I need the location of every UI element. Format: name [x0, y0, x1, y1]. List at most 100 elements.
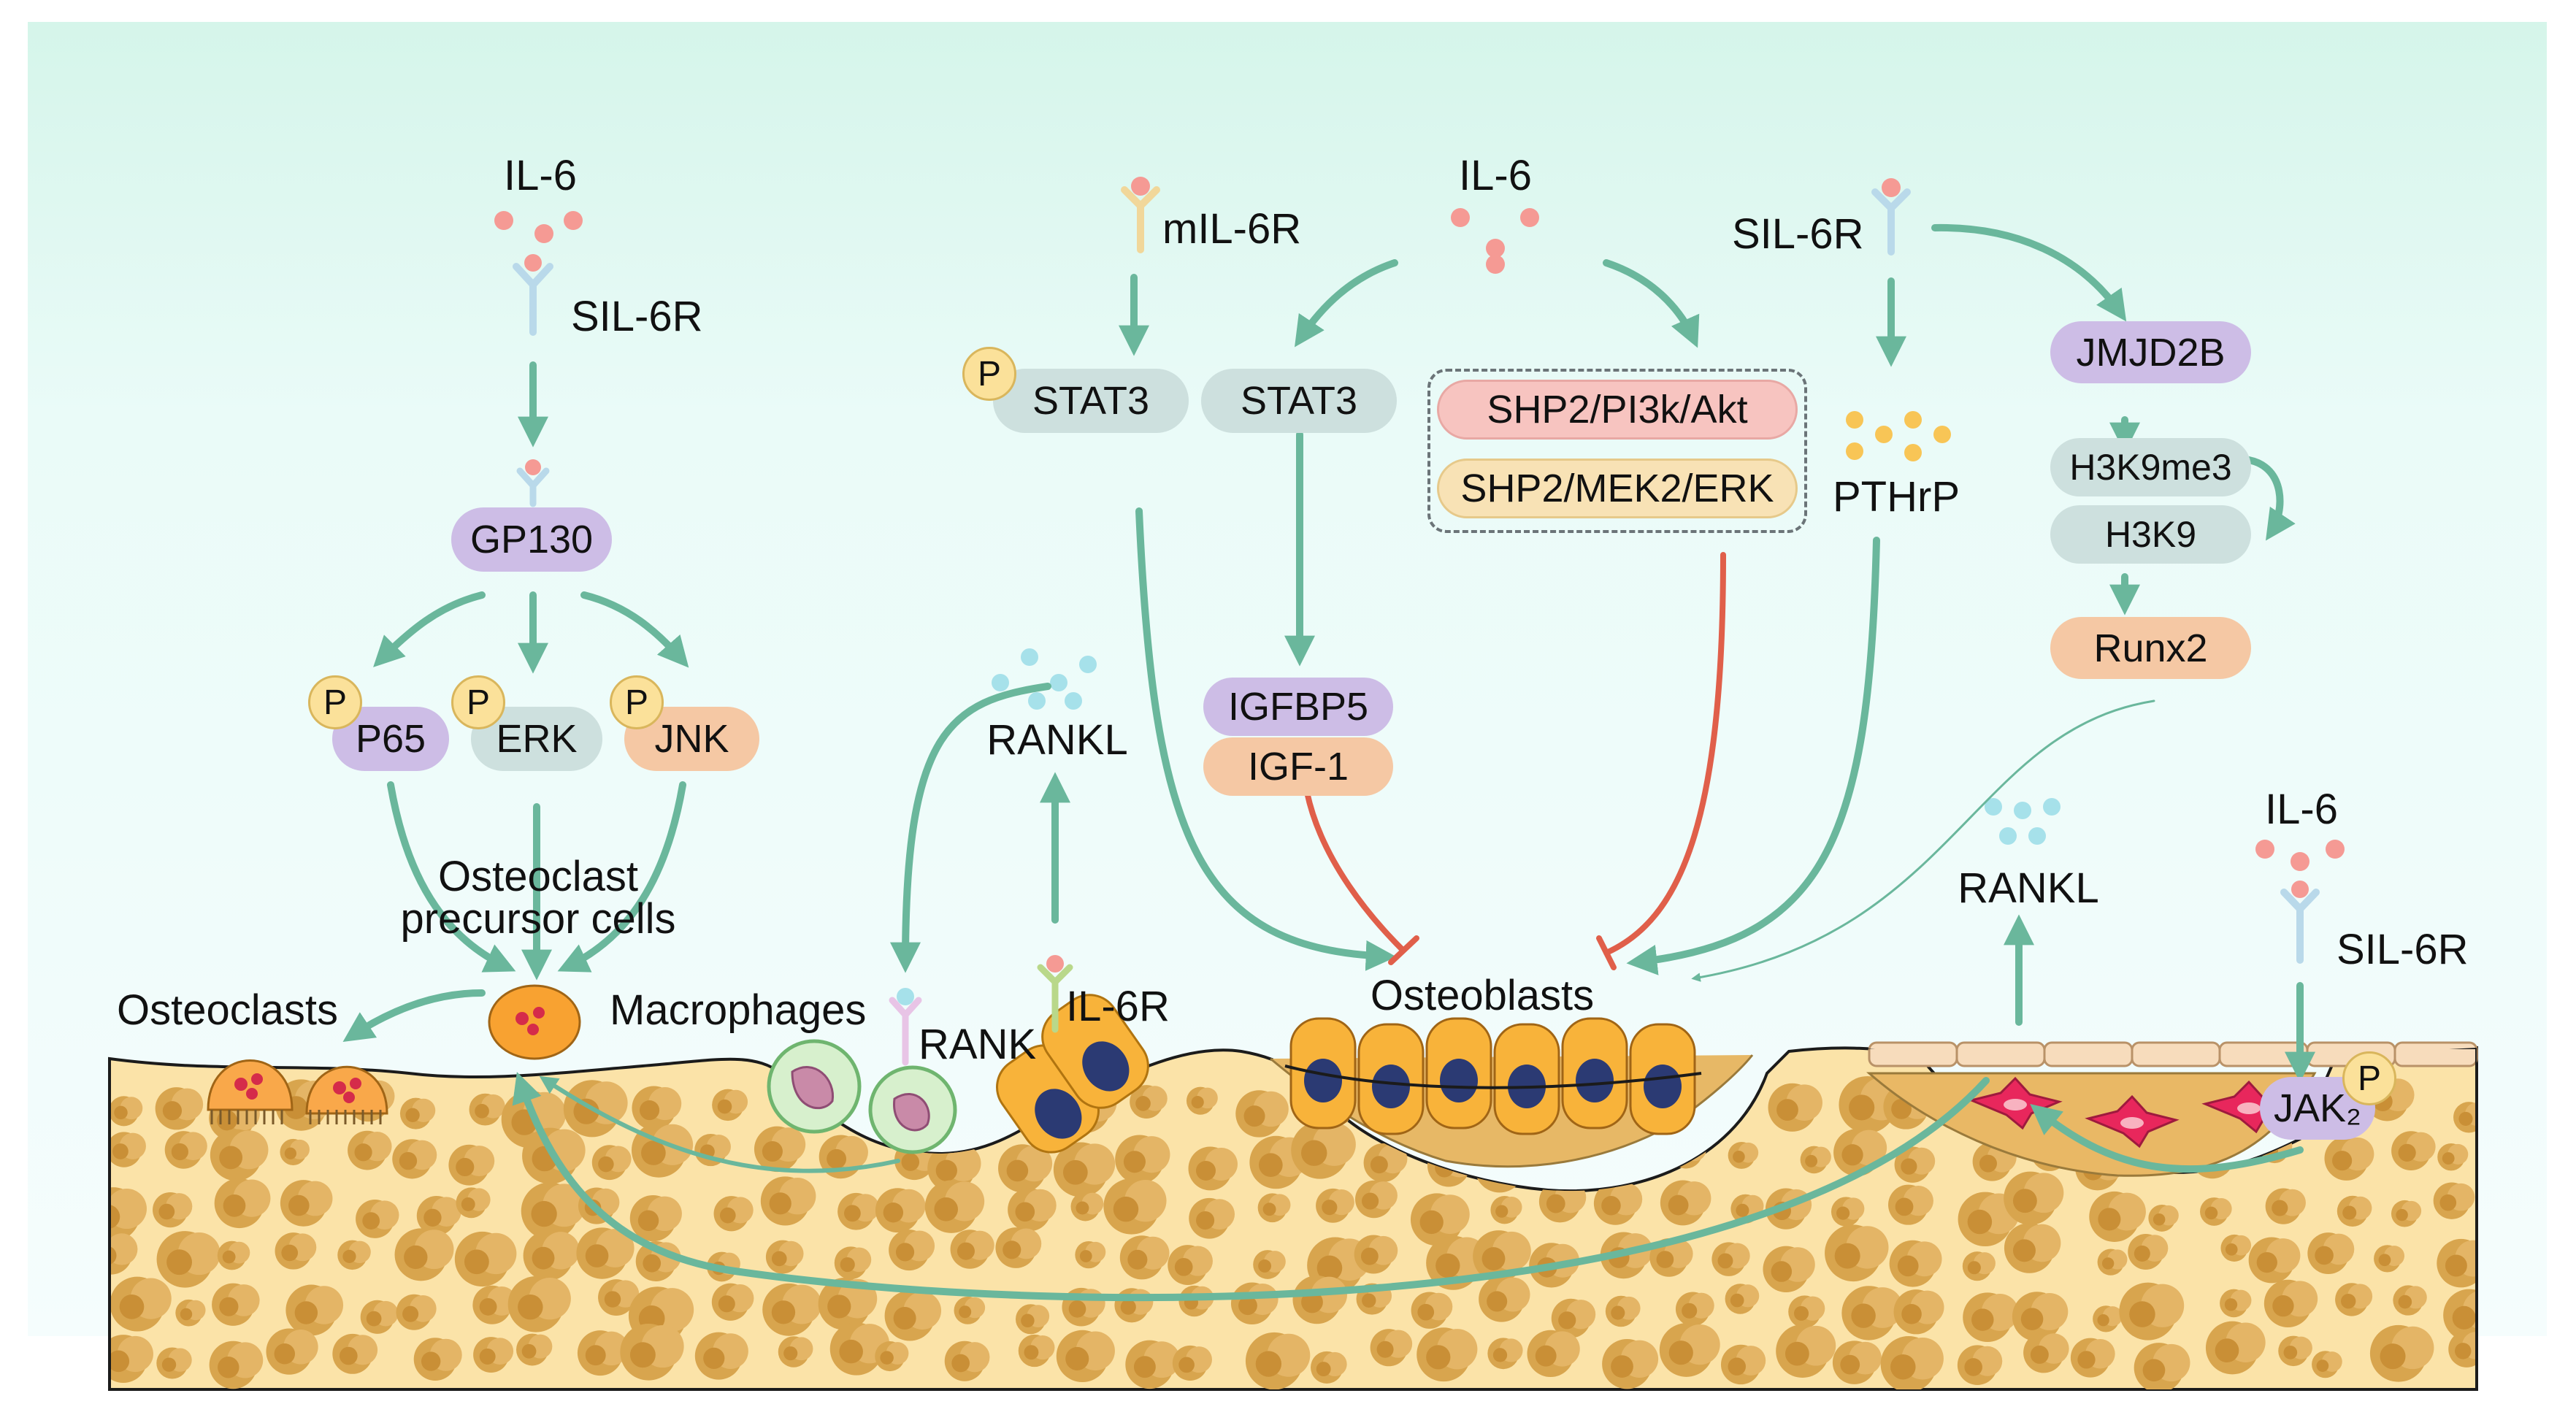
bone-pore [2307, 1232, 2355, 1275]
bone-pore [521, 1182, 586, 1240]
bone-pore [1479, 1276, 1530, 1322]
bone-pore [1763, 1246, 1815, 1293]
bone-pore [2437, 1143, 2469, 1171]
bone-pore [1957, 1345, 2003, 1385]
middle-il6-label: IL-6 [1459, 152, 1532, 199]
bone-pore [1188, 1146, 1238, 1191]
bone-pore [110, 1232, 138, 1275]
bone-pore [2265, 1188, 2306, 1224]
bone-pore [837, 1192, 880, 1230]
bone-pore [2433, 1182, 2475, 1219]
erk-phospho-badge: P [451, 675, 505, 729]
ligands [494, 177, 2345, 1005]
left-il6-label: IL-6 [504, 152, 577, 199]
bone-pore [765, 1240, 804, 1274]
bone-pore [1056, 1330, 1115, 1383]
gp130-node: GP130 [451, 507, 612, 572]
bone-pore [332, 1333, 378, 1374]
bone-pore [927, 1144, 981, 1192]
bottom-sil6r-label: SIL-6R [2337, 926, 2469, 973]
bone-pore [1728, 1141, 1759, 1169]
bone-pore [2337, 1195, 2372, 1227]
precursor-cell [488, 984, 581, 1060]
il6r-osteoblasts [996, 994, 1149, 1154]
bone-pore [2220, 1234, 2252, 1262]
bone-pore [778, 1336, 813, 1368]
mil6r-label: mIL-6R [1162, 205, 1302, 253]
bone-pore [2312, 1351, 2342, 1378]
shp2-pathway-box [1427, 369, 1807, 533]
bone-pore [1490, 1196, 1522, 1224]
bone-pore [2220, 1289, 2252, 1318]
bone-pore [1963, 1292, 2019, 1343]
bone-pore [711, 1283, 754, 1321]
bone-pore [1053, 1142, 1116, 1197]
bone-pore [214, 1178, 271, 1229]
bone-pore [456, 1187, 491, 1219]
bone-pore [392, 1139, 437, 1179]
shp2-pi3k-akt-node: SHP2/PI3k/Akt [1437, 380, 1798, 440]
bone-pore [1168, 1245, 1213, 1286]
bone-pore [2335, 1283, 2373, 1316]
bone-pore [394, 1228, 454, 1281]
bone-pore [110, 1335, 153, 1383]
bone-pore [523, 1230, 580, 1281]
bone-pore [2374, 1245, 2405, 1273]
bone-pore [1593, 1181, 1643, 1225]
bone-pore [1075, 1240, 1106, 1269]
bone-pore [1551, 1298, 1596, 1338]
bone-pore [1411, 1292, 1453, 1329]
bone-pore [1894, 1146, 1936, 1183]
bone-pore [1316, 1188, 1354, 1223]
bone-pore [2391, 1200, 2422, 1227]
bone-pore [1370, 1329, 1413, 1367]
bone-pore [1619, 1147, 1655, 1179]
bone-lining-cells [1868, 1041, 2478, 1067]
bone-pore [924, 1180, 985, 1233]
bone-pore [1417, 1327, 1478, 1382]
bone-pore [1841, 1286, 1904, 1340]
bone-pore [356, 1200, 399, 1238]
bone-pore [1788, 1295, 1825, 1328]
bone-pore [998, 1144, 1053, 1193]
bone-pore [754, 1126, 806, 1173]
stat3-node: STAT3 [1201, 369, 1397, 433]
bone-pore [995, 1227, 1042, 1268]
bone-pore [1831, 1197, 1865, 1227]
bone-pore [1018, 1334, 1055, 1368]
bone-pore [1527, 1330, 1580, 1378]
bone-pore [110, 1187, 147, 1241]
igfbp5-node: IGFBP5 [1203, 678, 1393, 736]
osteoblast-membrane-line [1284, 1065, 1702, 1089]
bone-pore [629, 1194, 682, 1242]
bone-pore [209, 1340, 264, 1389]
bone-pore [1172, 1345, 1212, 1381]
bone-pore [1245, 1332, 1311, 1389]
jnk-node: JNK [624, 707, 759, 771]
jak2-phospho-badge: P [2342, 1051, 2396, 1105]
bone-pore [1115, 1135, 1170, 1184]
bone-pore [713, 1196, 754, 1232]
bone-pore [1119, 1235, 1170, 1280]
runx2-node: Runx2 [2050, 617, 2251, 679]
igf1-node: IGF-1 [1203, 737, 1393, 796]
bone-pore [2205, 1321, 2266, 1375]
bone-pore [2324, 1136, 2374, 1181]
bone-pore [1008, 1188, 1057, 1232]
bone-pore [110, 1276, 172, 1332]
right-rankl-label: RANKL [1958, 864, 2099, 912]
right-sil6r-label: SIL-6R [1732, 210, 1864, 258]
bone-pore [1800, 1146, 1831, 1174]
rank-label: RANK [919, 1021, 1037, 1068]
osteoblast-cells [1284, 1017, 1702, 1135]
bone-pore [944, 1340, 990, 1381]
pstat3-node: STAT3 [993, 369, 1189, 433]
bone-pore [1720, 1344, 1766, 1385]
bone-pore [396, 1294, 437, 1330]
bone-pore [155, 1087, 204, 1130]
jmjd2b-node: JMJD2B [2050, 321, 2251, 383]
inhibition-arrows [1304, 552, 1726, 970]
bone-pore [1660, 1180, 1711, 1226]
